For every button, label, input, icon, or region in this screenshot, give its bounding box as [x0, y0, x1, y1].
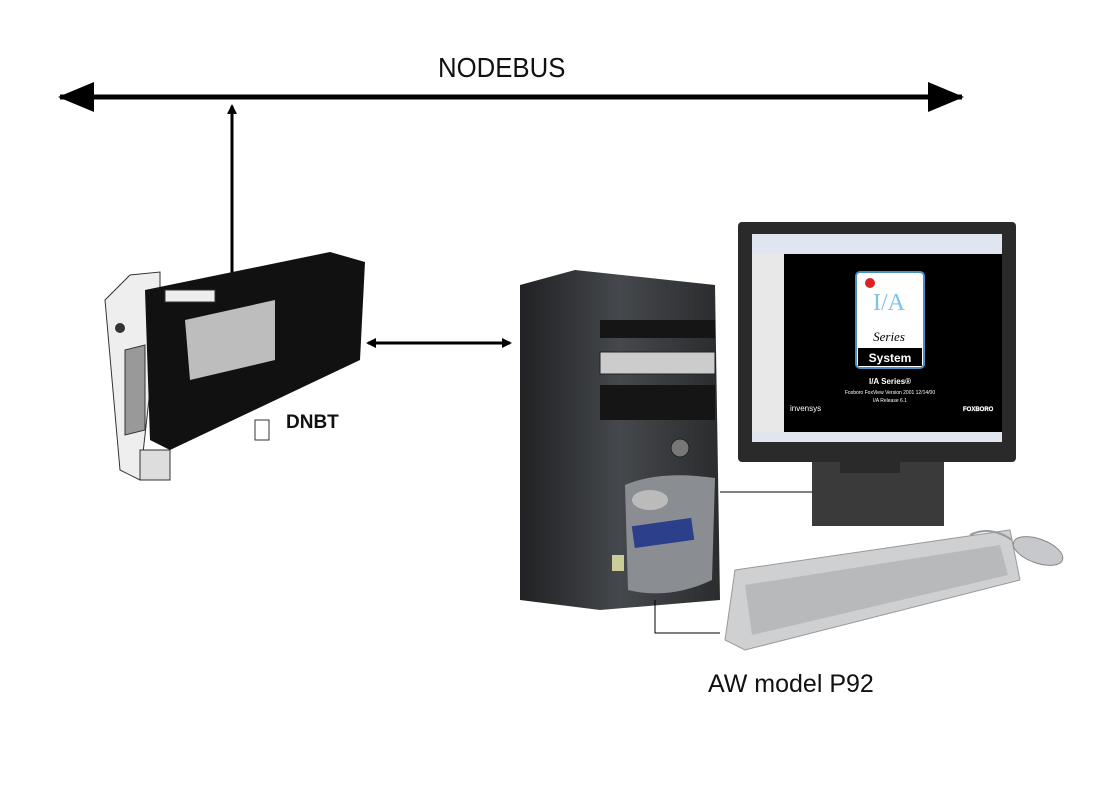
screen-version: Foxboro FoxView Version 2001 12/14/00: [845, 390, 935, 396]
logo-series: Series: [873, 329, 905, 344]
screen-release: I/A Release 6.1: [873, 398, 907, 404]
tower-keyboard-cable: [654, 600, 720, 634]
screen-vendor: invensys: [790, 404, 821, 413]
aw-tower-image: [520, 270, 720, 610]
dnbt-label: DNBT: [286, 412, 339, 433]
logo-ia: I/A: [873, 290, 906, 316]
mouse-image: [969, 530, 1064, 566]
monitor-image: [738, 222, 1016, 526]
workstation-label: AW model P92: [708, 670, 874, 698]
logo-system: System: [869, 351, 912, 365]
nodebus-label: NODEBUS: [438, 52, 566, 83]
screen-brand: FOXBORO: [963, 407, 994, 413]
keyboard-image: [724, 529, 1021, 651]
dnbt-card-image: [104, 252, 365, 481]
screen-title: I/A Series®: [869, 377, 911, 386]
